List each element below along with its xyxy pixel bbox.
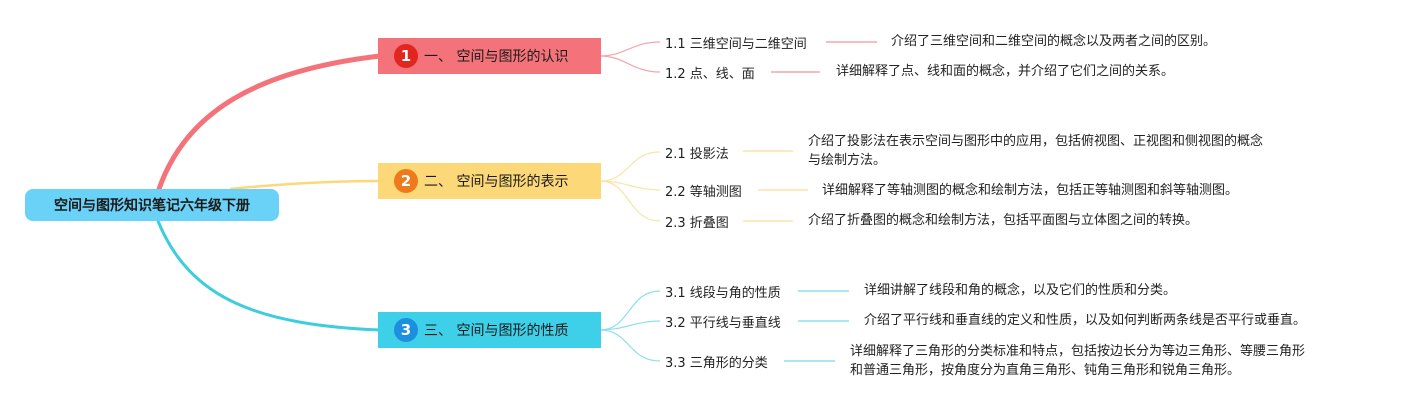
branch-topic-2[interactable]: 2 二、 空间与图形的表示 <box>378 163 601 199</box>
subtopic-3-1-desc: 详细讲解了线段和角的概念，以及它们的性质和分类。 <box>864 283 1177 298</box>
branch-label: 三、 空间与图形的性质 <box>424 323 569 339</box>
subtopic-3-3-desc-line1: 详细解释了三角形的分类标准和特点，包括按边长分为等边三角形、等腰三角形 <box>850 344 1306 359</box>
subtopic-2-1-desc-line2: 与绘制方法。 <box>808 153 887 168</box>
subtopic-1-2-desc: 详细解释了点、线和面的概念，并介绍了它们之间的关系。 <box>836 64 1175 79</box>
subtopic-1-1-desc: 介绍了三维空间和二维空间的概念以及两者之间的区别。 <box>891 34 1217 49</box>
root-branch3-connector <box>156 219 382 332</box>
root-branch2-connector <box>229 179 381 191</box>
root-branch1-connector <box>155 53 383 195</box>
branch-label: 一、 空间与图形的认识 <box>424 49 569 65</box>
subtopic-3-3-desc-line2: 和普通三角形，按角度分为直角三角形、钝角三角形和锐角三角形。 <box>850 363 1241 378</box>
subtopic-3-2[interactable]: 3.2 平行线与垂直线 <box>665 316 781 331</box>
subtopic-2-2-desc: 详细解释了等轴测图的概念和绘制方法，包括正等轴测图和斜等轴测图。 <box>822 183 1239 198</box>
subtopic-2-1-desc-line1: 介绍了投影法在表示空间与图形中的应用，包括俯视图、正视图和侧视图的概念 <box>808 134 1264 149</box>
branch-topic-1[interactable]: 1 一、 空间与图形的认识 <box>378 38 601 74</box>
branch3-sub1-connector <box>599 290 661 331</box>
root-topic[interactable]: 空间与图形知识笔记六年级下册 <box>25 189 279 221</box>
branch2-sub3-connector <box>599 180 661 222</box>
subtopic-2-3[interactable]: 2.3 折叠图 <box>665 216 729 231</box>
subtopic-2-2[interactable]: 2.2 等轴测图 <box>665 185 742 200</box>
number-badge-icon: 2 <box>394 169 418 193</box>
branch3-sub3-connector <box>599 329 661 362</box>
subtopic-1-1[interactable]: 1.1 三维空间与二维空间 <box>665 37 807 52</box>
branch1-sub2-connector <box>599 55 661 73</box>
branch1-sub1-connector <box>599 41 661 57</box>
subtopic-3-3[interactable]: 3.3 三角形的分类 <box>665 356 768 371</box>
subtopic-1-2[interactable]: 1.2 点、线、面 <box>665 67 755 82</box>
branch2-sub1-connector <box>599 151 661 182</box>
root-topic-label: 空间与图形知识笔记六年级下册 <box>54 198 250 214</box>
subtopic-3-1[interactable]: 3.1 线段与角的性质 <box>665 286 781 301</box>
branch-label: 二、 空间与图形的表示 <box>424 174 569 190</box>
subtopic-2-1[interactable]: 2.1 投影法 <box>665 147 729 162</box>
branch-topic-3[interactable]: 3 三、 空间与图形的性质 <box>378 312 601 348</box>
number-badge-icon: 3 <box>394 318 418 342</box>
subtopic-3-2-desc: 介绍了平行线和垂直线的定义和性质，以及如何判断两条线是否平行或垂直。 <box>864 313 1307 328</box>
subtopic-2-3-desc: 介绍了折叠图的概念和绘制方法，包括平面图与立体图之间的转换。 <box>808 213 1199 228</box>
branch3-sub2-connector <box>599 320 661 331</box>
number-badge-icon: 1 <box>394 44 418 68</box>
